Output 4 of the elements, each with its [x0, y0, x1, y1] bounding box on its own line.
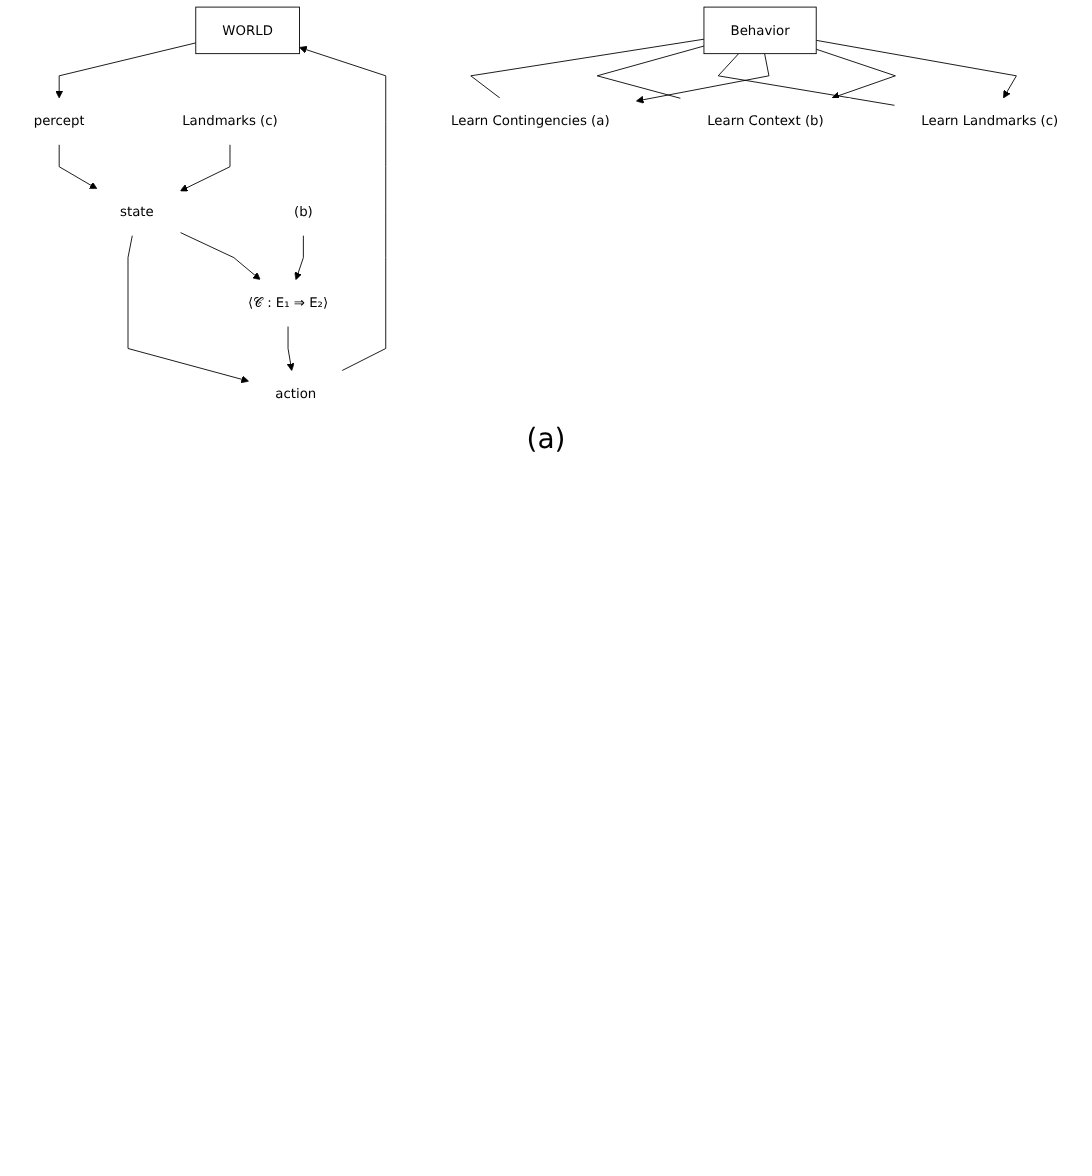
note-label: (a) [526, 424, 566, 457]
connector [717, 53, 896, 106]
connector [596, 45, 705, 99]
connector [470, 38, 705, 99]
